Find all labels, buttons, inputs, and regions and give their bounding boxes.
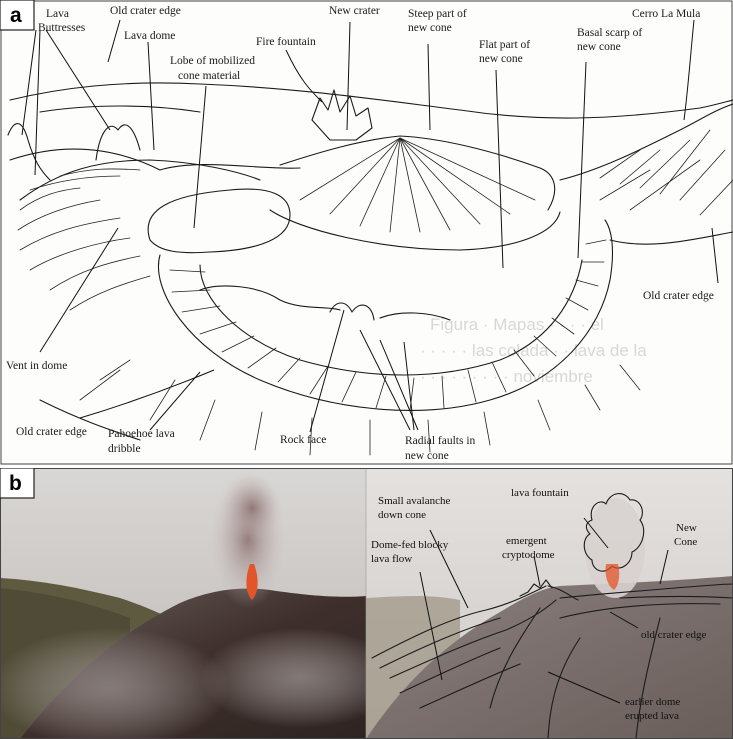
label-lava-buttresses: Lava Buttresses	[38, 8, 86, 34]
svg-text:earlier dome: earlier dome	[625, 696, 680, 708]
label-flat-part: Flat part of new cone	[479, 39, 530, 65]
right-photo: Small avalanche down cone lava fountain …	[366, 468, 733, 739]
lava-buttress-outline	[95, 124, 141, 161]
label-lobe: Lobe of mobilized cone material	[170, 55, 255, 82]
label-old-crater-edge-right: Old crater edge	[643, 290, 714, 302]
photo-canvas: Small avalanche down cone lava fountain …	[0, 468, 733, 739]
inner-dome-line	[199, 285, 341, 311]
svg-text:Figura · Mapas · · · · el: Figura · Mapas · · · · el	[430, 315, 604, 334]
svg-text:Steep part of: Steep part of	[408, 8, 467, 20]
label-earlier-dome: earlier dome erupted lava	[625, 696, 680, 722]
svg-text:down cone: down cone	[378, 509, 426, 521]
new-cone-top-outline	[279, 135, 556, 211]
lobe-outline	[147, 188, 291, 254]
left-rim-line	[9, 148, 301, 171]
label-old-crater-edge-top: Old crater edge	[110, 5, 181, 17]
panel-b-letter: b	[9, 472, 22, 495]
svg-text:dribble: dribble	[108, 443, 141, 455]
lower-crater-edge-line	[39, 399, 141, 441]
flow-ring-inner	[199, 259, 583, 376]
lava-fountain-glow	[246, 564, 258, 600]
svg-text:Dome-fed blocky: Dome-fed blocky	[371, 539, 449, 551]
svg-text:new cone: new cone	[479, 53, 523, 65]
outer-radial-lines	[79, 359, 641, 456]
flow-ring-hatching	[169, 239, 607, 411]
svg-text:· · · · · · · · · nov: · · · · · · · · · noviembre	[420, 367, 593, 386]
svg-text:new cone: new cone	[405, 450, 449, 462]
svg-text:Basal scarp of: Basal scarp of	[577, 27, 642, 39]
label-old-crater-edge-bottom: Old crater edge	[16, 426, 87, 438]
svg-text:lava flow: lava flow	[371, 553, 412, 565]
label-dome-fed: Dome-fed blocky lava flow	[371, 539, 449, 565]
cerro-hatching	[599, 129, 733, 216]
new-cone-base-outline	[269, 209, 561, 251]
dome-upper-outline	[19, 159, 261, 201]
panel-b-photo: Small avalanche down cone lava fountain …	[0, 468, 733, 739]
label-vent-in-dome: Vent in dome	[6, 360, 67, 372]
fountain-outline	[583, 493, 645, 572]
svg-text:Small avalanche: Small avalanche	[378, 495, 451, 507]
svg-text:Buttresses: Buttresses	[38, 22, 86, 34]
label-emergent: emergent cryptodome	[502, 535, 555, 561]
panel-a-frame	[0, 0, 733, 465]
label-old-crater-edge-b: old crater edge	[641, 629, 706, 641]
cone-radial-lines	[299, 137, 536, 233]
label-lava-fountain: lava fountain	[511, 487, 569, 499]
dome-hatching	[17, 168, 151, 311]
flow-ring-outer	[158, 219, 614, 411]
svg-text:emergent: emergent	[506, 535, 547, 547]
left-buttress-outline	[7, 123, 51, 181]
svg-text:cone material: cone material	[178, 70, 240, 82]
photo-leader-lines	[419, 517, 669, 704]
svg-text:cryptodome: cryptodome	[502, 549, 555, 561]
svg-text:new cone: new cone	[408, 22, 452, 34]
svg-text:Cone: Cone	[674, 536, 697, 548]
label-radial-faults: Radial faults in new cone	[405, 435, 476, 462]
rock-face-outline	[329, 302, 375, 321]
panel-a-sketch: Figura · Mapas · · · · el · · · · · las …	[0, 0, 733, 465]
radial-fault-line	[379, 312, 451, 321]
label-small-avalanche: Small avalanche down cone	[378, 495, 451, 521]
label-basal-scarp: Basal scarp of new cone	[577, 27, 642, 53]
cerro-ridge-outline	[559, 103, 733, 181]
left-photo	[0, 468, 400, 739]
right-crater-edge-line	[609, 231, 733, 245]
svg-text:Pahoehoe lava: Pahoehoe lava	[108, 428, 175, 440]
traced-lines	[371, 579, 733, 739]
panel-a-letter: a	[10, 4, 22, 27]
rim-inner-line	[39, 105, 201, 113]
svg-text:Lobe of mobilized: Lobe of mobilized	[170, 55, 255, 67]
svg-text:erupted lava: erupted lava	[625, 710, 679, 722]
label-pahoehoe: Pahoehoe lava dribble	[108, 428, 175, 455]
label-new-cone: New Cone	[674, 522, 697, 548]
label-lava-dome: Lava dome	[124, 30, 175, 42]
svg-text:· · · · · las colada ·: · · · · · las colada · · lava de la	[420, 341, 647, 360]
panel-a-letter-box	[0, 0, 35, 31]
label-rock-face: Rock face	[280, 434, 326, 446]
svg-text:Flat part of: Flat part of	[479, 39, 530, 51]
far-rim-line	[9, 82, 733, 119]
sketch-canvas: Figura · Mapas · · · · el · · · · · las …	[0, 0, 733, 465]
label-fire-fountain: Fire fountain	[256, 36, 316, 48]
label-cerro-la-mula: Cerro La Mula	[632, 8, 700, 20]
svg-text:Radial faults in: Radial faults in	[405, 435, 476, 447]
panel-b-letter-box	[0, 468, 35, 499]
label-new-crater: New crater	[329, 5, 380, 17]
label-steep-part: Steep part of new cone	[408, 8, 467, 34]
svg-text:new cone: new cone	[577, 41, 621, 53]
fire-fountain-shape	[311, 89, 373, 141]
leader-lines	[21, 19, 719, 433]
svg-text:New: New	[676, 522, 697, 534]
svg-text:Lava: Lava	[46, 8, 69, 20]
